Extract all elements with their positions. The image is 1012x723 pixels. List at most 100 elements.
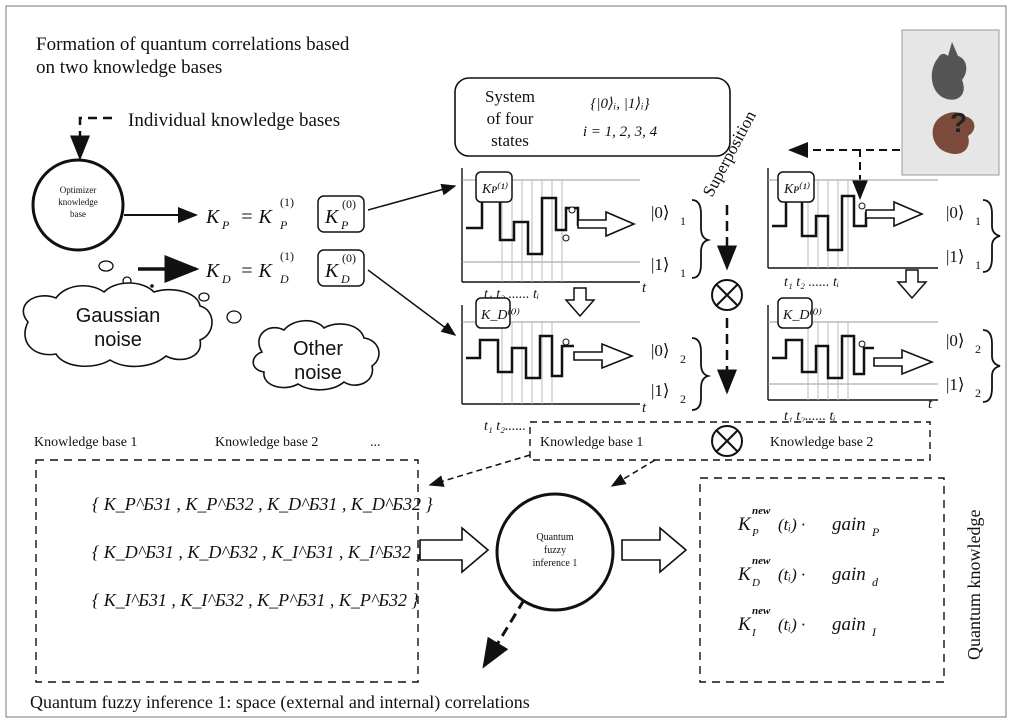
- plot-top-left-t: t: [642, 280, 647, 296]
- states-label-2: of four: [487, 109, 534, 128]
- optimizer-label-1: Optimizer: [60, 185, 97, 195]
- title-line-1: Formation of quantum correlations based: [36, 34, 350, 55]
- hollow-arrow-qfi-results: [621, 526, 688, 574]
- set-row-2: { K_D^Б31 , K_D^Б32 , K_I^Б31 , K_I^Б32 …: [92, 542, 424, 562]
- result-ki-sup: new: [752, 605, 771, 617]
- ket-1-1-right: |1⟩: [946, 247, 965, 266]
- ket-0-1-left-sub: 1: [680, 214, 686, 228]
- brace-right-2: [982, 329, 1001, 403]
- kd-rhs-sup: (1): [280, 249, 294, 263]
- other-label-2: noise: [294, 362, 342, 384]
- result-kp-sub: P: [751, 527, 759, 539]
- states-formula: {|0⟩ᵢ, |1⟩ᵢ}: [590, 96, 649, 112]
- title-line-2: on two knowledge bases: [36, 57, 222, 78]
- kp-lhs-sub: P: [221, 218, 230, 232]
- caption: Quantum fuzzy inference 1: space (extern…: [30, 692, 530, 713]
- kp-lhs: K: [205, 206, 221, 228]
- bubble-small-1: [98, 260, 114, 272]
- quantum-knowledge-label: Quantum knowledge: [964, 510, 984, 660]
- kp-box: [317, 195, 365, 233]
- states-label-1: System: [485, 87, 535, 106]
- result-kd-sub: D: [751, 577, 760, 589]
- qfi-label-3: inference 1: [533, 558, 578, 569]
- ket-1-2-left-sub: 2: [680, 392, 686, 406]
- kd-lhs: K: [205, 260, 221, 282]
- four-states-box: [454, 77, 731, 157]
- kd-box-sub: D: [340, 272, 350, 286]
- result-kp: K new P (tᵢ) · gain P: [737, 505, 880, 539]
- result-ki-sub: I: [751, 627, 757, 639]
- result-kd-k: K: [737, 564, 752, 585]
- kp-rhs-sub: P: [279, 218, 288, 232]
- arrow-kb-to-qfi: [610, 459, 656, 487]
- ket-1-2-right-sub: 2: [975, 386, 981, 400]
- kd-rhs-sub: D: [279, 272, 289, 286]
- kd-box-k: K: [324, 260, 340, 282]
- individual-kb-label: Individual knowledge bases: [128, 110, 340, 131]
- brace-left-1: [691, 199, 712, 279]
- kp-rhs: = K: [240, 206, 273, 228]
- ket-0-2-right-sub: 2: [975, 342, 981, 356]
- ket-1-1-left-sub: 1: [680, 266, 686, 280]
- hollow-down-arrow-left: [564, 287, 596, 318]
- result-kp-sup: new: [752, 505, 771, 517]
- result-kp-arg: (tᵢ) ·: [778, 515, 805, 534]
- svg-text:?: ?: [950, 107, 967, 138]
- kd-formula: K D = K D (1) K D (0): [205, 249, 365, 287]
- kp-formula: K P = K P (1) K P (0): [205, 195, 365, 233]
- other-noise-cloud: [252, 319, 380, 391]
- result-kd-gain: gain: [832, 564, 866, 585]
- ket-1-2-left: |1⟩: [651, 381, 670, 400]
- result-kd-gain-sub: d: [872, 575, 879, 589]
- result-kd: K new D (tᵢ) · gain d: [737, 555, 879, 589]
- bubble-small-3: [198, 292, 210, 302]
- kd-lhs-sub: D: [221, 272, 231, 286]
- arrow-kd-to-plot: [367, 269, 457, 336]
- plot-bottom-left-ticks: t₁ t₂...... tᵢ: [484, 419, 536, 434]
- plot-top-right-ticks: t₁ t₂ ...... tᵢ: [784, 275, 839, 290]
- result-ki-gain-sub: I: [871, 625, 877, 639]
- brace-left-2: [691, 337, 712, 411]
- kp-box-sup: (0): [342, 197, 356, 211]
- gaussian-label-2: noise: [94, 329, 142, 351]
- kp-box-k: K: [324, 206, 340, 228]
- ket-0-1-left: |0⟩: [651, 203, 670, 222]
- optimizer-circle: [31, 158, 125, 252]
- ket-0-2-left: |0⟩: [651, 341, 670, 360]
- plot-top-right: Kᴘ⁽¹⁾ t₁ t₂ ...... tᵢ: [767, 168, 938, 290]
- qfi-circle: [495, 492, 615, 612]
- svg-text:K_D⁽⁰⁾: K_D⁽⁰⁾: [782, 308, 822, 323]
- ket-1-2-right: |1⟩: [946, 375, 965, 394]
- arrow-kp-to-plot: [367, 183, 457, 211]
- plot-bottom-left: K_D⁽⁰⁾ t₁ t₂...... tᵢ t: [461, 297, 647, 434]
- ket-0-2-right: |0⟩: [946, 331, 965, 350]
- ket-1-1-left: |1⟩: [651, 255, 670, 274]
- hollow-arrow-sets-qfi: [419, 526, 490, 574]
- result-kd-sup: new: [752, 555, 771, 567]
- svg-text:Kᴘ⁽¹⁾: Kᴘ⁽¹⁾: [481, 182, 509, 197]
- cat-arrow-down: [852, 149, 900, 200]
- kd-box: [317, 249, 365, 287]
- ket-0-1-right-sub: 1: [975, 214, 981, 228]
- states-label-3: states: [491, 131, 529, 150]
- bubble-dot: [150, 284, 154, 288]
- other-label-1: Other: [293, 338, 343, 360]
- hollow-down-arrow-right: [896, 269, 928, 300]
- kd-box-sup: (0): [342, 251, 356, 265]
- set-row-3: { K_I^Б31 , K_I^Б32 , K_P^Б31 , K_P^Б32 …: [92, 590, 420, 610]
- ket-0-1-right: |0⟩: [946, 203, 965, 222]
- plot-top-left: Kᴘ⁽¹⁾ t₁ t₂ ...... tᵢ t: [461, 168, 647, 302]
- plot-bottom-right: K_D⁽⁰⁾ t₁ t₂...... tᵢ t: [767, 297, 938, 424]
- gaussian-label-1: Gaussian: [76, 305, 161, 327]
- result-kp-k: K: [737, 514, 752, 535]
- kb1-label: Knowledge base 1: [34, 435, 137, 450]
- results-box: [699, 477, 945, 683]
- set-row-1: { K_P^Б31 , K_P^Б32 , K_D^Б31 , K_D^Б32 …: [92, 494, 434, 514]
- arrow-kb-to-sets: [428, 454, 531, 487]
- individual-kb-arrow: [70, 116, 112, 161]
- kb2-label: Knowledge base 2: [215, 435, 318, 450]
- result-ki-k: K: [737, 614, 752, 635]
- bubble-small-4: [226, 310, 242, 324]
- kd-rhs: = K: [240, 260, 273, 282]
